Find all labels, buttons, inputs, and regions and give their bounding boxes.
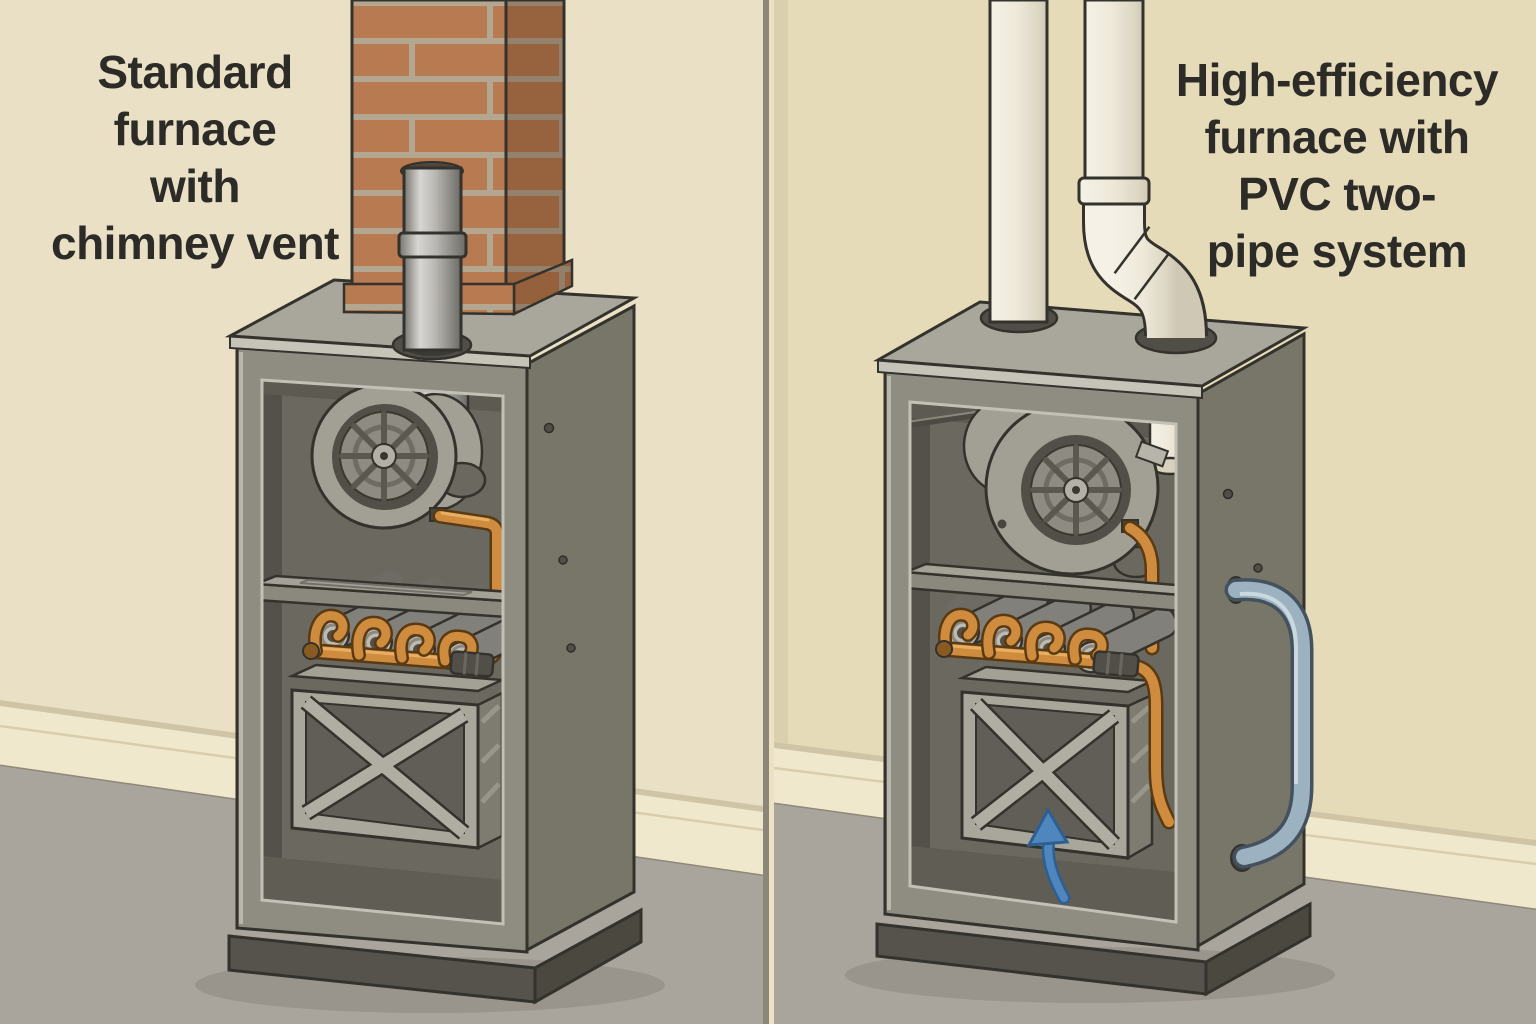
right-panel-title: High-efficiency furnace with PVC two- pi… [1146,52,1528,280]
interior-floor [262,856,503,924]
pvc-two-pipe-system [979,0,1218,355]
cabinet-base-side [533,907,643,1005]
title-line: High-efficiency [1175,54,1499,106]
panel-screws [543,422,576,653]
gas-regulator [449,650,495,678]
divider-shelf [262,574,503,619]
interior-floor [910,846,1176,922]
gas-line-upper [1122,520,1160,656]
left-panel-title: Standard furnace with chimney vent [8,44,382,272]
pipe-coupling [397,231,468,259]
gas-manifold [935,607,1176,830]
divider-shelf [910,562,1176,613]
elbow-joint-seam [1113,226,1151,274]
gas-regulator [1092,650,1140,678]
standard-furnace-interior [262,380,503,924]
title-line: pipe system [1206,225,1468,277]
condensate-drain-hose [1224,576,1314,872]
heat-exchanger [957,665,1157,861]
fan-spokes [1030,444,1122,536]
heat-exchanger [287,663,503,851]
inducer-fan [310,382,458,530]
pvc-coupling [1077,176,1151,206]
pvc-exhaust-pipe [1077,0,1208,339]
interior-left-reveal [910,402,930,886]
pvc-intake-pipe [988,0,1049,324]
panel-divider [763,0,774,1024]
x-brace [969,698,1121,850]
panel-screws [1222,488,1263,573]
opening-lip [260,378,505,926]
metal-vent-pipe [391,166,473,361]
title-line: Standard [97,46,293,98]
interior-left-reveal [262,380,282,900]
title-line: furnace [113,103,277,155]
title-line: chimney vent [51,217,340,269]
fan-spokes [339,411,429,501]
elbow-joint-seam [1133,252,1171,300]
right-panel [773,0,1536,1024]
left-panel [0,0,764,1024]
brick-chimney [342,0,574,316]
title-line: with [150,160,240,212]
inducer-fan [984,402,1170,576]
x-brace [300,695,470,840]
title-line: PVC two- [1238,168,1436,220]
title-line: furnace with [1204,111,1470,163]
cabinet-base-side [1204,901,1312,997]
opening-lip [908,400,1178,924]
chimney-base-step-side [514,260,572,314]
airflow-arrow [1026,806,1071,905]
cabinet-side-panel [525,303,636,953]
high-efficiency-furnace-interior [910,402,1176,922]
